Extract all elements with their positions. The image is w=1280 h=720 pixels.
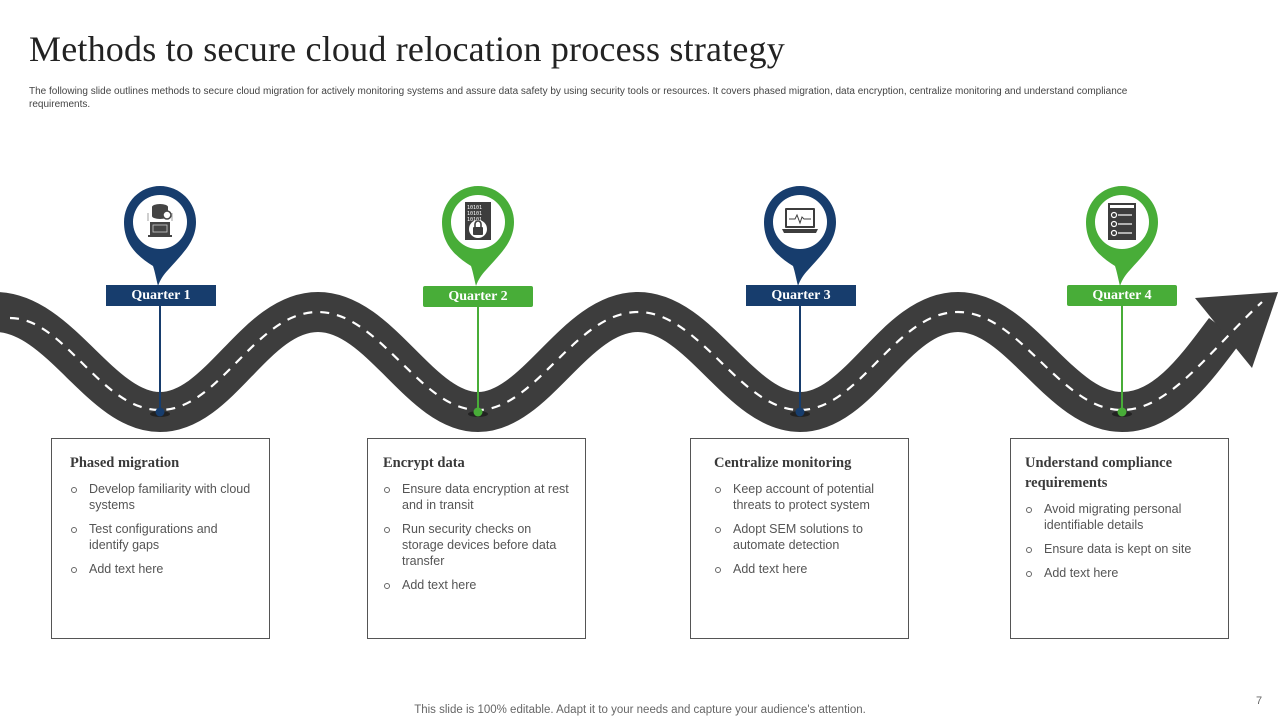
bullet-icon: [715, 567, 721, 573]
database-erp-icon: [147, 204, 173, 237]
bullet-icon: [71, 527, 77, 533]
bullet-icon: [71, 487, 77, 493]
card-bullet-list: Avoid migrating personal identifiable de…: [1025, 501, 1208, 581]
list-item: Develop familiarity with cloud systems: [70, 481, 251, 513]
slide-title: Methods to secure cloud relocation proce…: [29, 29, 785, 69]
bullet-icon: [1026, 571, 1032, 577]
pin-dot: [155, 407, 165, 417]
svg-text:10101: 10101: [467, 205, 482, 211]
list-item: Add text here: [714, 561, 888, 577]
laptop-heartbeat-icon: [782, 208, 818, 233]
list-item: Add text here: [70, 561, 251, 577]
list-item: Ensure data is kept on site: [1025, 541, 1208, 557]
bullet-icon: [1026, 547, 1032, 553]
svg-text:10101: 10101: [467, 217, 482, 223]
bullet-icon: [384, 583, 390, 589]
bullet-icon: [71, 567, 77, 573]
card-bullet-list: Ensure data encryption at rest and in tr…: [383, 481, 569, 593]
bullet-icon: [384, 487, 390, 493]
list-item: Avoid migrating personal identifiable de…: [1025, 501, 1208, 533]
list-item: Test configurations and identify gaps: [70, 521, 251, 553]
bullet-icon: [715, 487, 721, 493]
list-item: Add text here: [383, 577, 569, 593]
quarter-label-2: Quarter 2: [423, 286, 533, 307]
milestone-card-3: Centralize monitoring Keep account of po…: [690, 438, 909, 639]
card-heading: Understand compliance requirements: [1025, 455, 1173, 491]
slide-subtitle: The following slide outlines methods to …: [29, 86, 1128, 110]
list-item: Add text here: [1025, 565, 1208, 581]
quarter-label-3: Quarter 3: [746, 285, 856, 306]
svg-text:10101: 10101: [467, 211, 482, 217]
card-heading: Encrypt data: [383, 455, 465, 471]
checklist-icon: [1108, 203, 1136, 240]
quarter-label-4: Quarter 4: [1067, 285, 1177, 306]
card-heading: Phased migration: [70, 455, 180, 471]
pin-dot: [795, 407, 805, 417]
quarter-label-1: Quarter 1: [106, 285, 216, 306]
pin-dot: [473, 407, 483, 417]
list-item: Ensure data encryption at rest and in tr…: [383, 481, 569, 513]
milestone-card-2: Encrypt data Ensure data encryption at r…: [367, 438, 586, 639]
bullet-icon: [1026, 507, 1032, 513]
lane-marking: [9, 301, 1263, 412]
footer-note: This slide is 100% editable. Adapt it to…: [414, 704, 866, 716]
list-item: Keep account of potential threats to pro…: [714, 481, 888, 513]
card-heading: Centralize monitoring: [714, 455, 852, 471]
pin-dot: [1117, 407, 1127, 417]
page-number: 7: [1256, 695, 1263, 707]
road-arrowhead: [1195, 292, 1278, 368]
milestone-card-4: Understand compliance requirements Avoid…: [1010, 438, 1229, 639]
card-bullet-list: Develop familiarity with cloud systems T…: [70, 481, 251, 577]
card-bullet-list: Keep account of potential threats to pro…: [714, 481, 888, 577]
list-item: Run security checks on storage devices b…: [383, 521, 569, 569]
bullet-icon: [715, 527, 721, 533]
milestone-card-1: Phased migration Develop familiarity wit…: [51, 438, 270, 639]
list-item: Adopt SEM solutions to automate detectio…: [714, 521, 888, 553]
bullet-icon: [384, 527, 390, 533]
